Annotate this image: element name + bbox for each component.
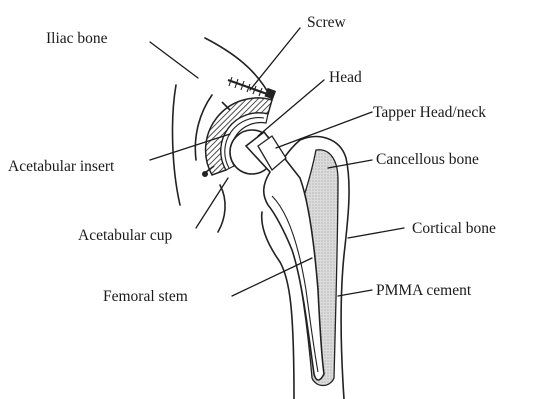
label-pmma-cement: PMMA cement [376,282,472,299]
label-head: Head [329,69,362,86]
label-acetabular-cup: Acetabular cup [78,227,172,244]
label-femoral-stem: Femoral stem [103,288,188,305]
label-cortical-bone: Cortical bone [412,220,496,237]
label-cancellous-bone: Cancellous bone [376,151,479,168]
label-screw: Screw [307,14,347,31]
label-iliac-bone: Iliac bone [46,30,108,47]
label-taper-head-neck: Tapper Head/neck [373,104,486,121]
label-acetabular-insert: Acetabular insert [8,158,115,175]
